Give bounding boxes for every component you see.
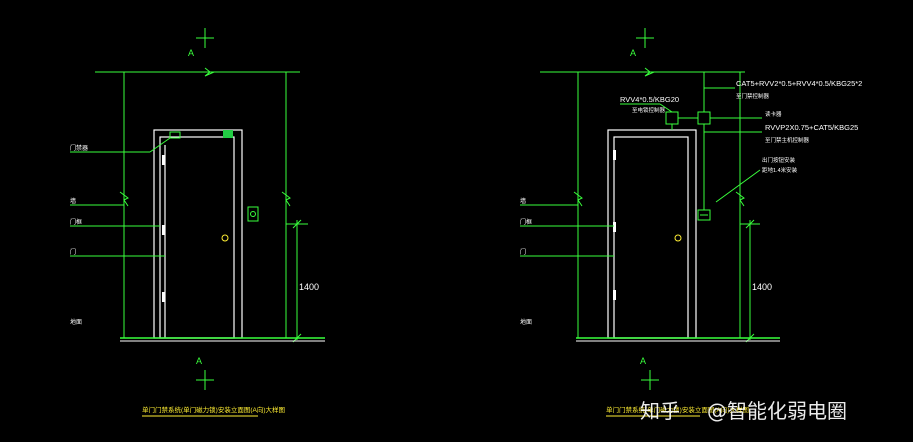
- right-label-floor: 地面: [520, 318, 532, 326]
- right-door-hinges: [613, 150, 616, 300]
- right-cable-runs: [620, 72, 762, 210]
- right-elevation: A: [520, 28, 862, 417]
- right-cable-1: CAT5+RVV2*0.5+RVV4*0.5/KBG25*2: [736, 79, 862, 88]
- left-lock-armature: [223, 130, 233, 138]
- left-door-hinges: [162, 155, 165, 302]
- right-section-mark-bottom: [641, 370, 659, 390]
- right-dim-label: 1400: [752, 282, 772, 292]
- left-wall-outline: [95, 67, 300, 338]
- left-label-door: 门: [70, 248, 76, 256]
- left-dimension-1400: [286, 219, 308, 343]
- right-cable-2: RVV4*0.5/KBG20: [620, 95, 679, 104]
- left-elevation: A: [70, 28, 325, 417]
- left-door-handle: [221, 234, 229, 242]
- right-caption: 单门门禁系统(单门磁力锁)安装立面图(A向)大样图: [606, 405, 749, 414]
- left-magnetic-lock: [169, 131, 181, 139]
- left-door-frame: [153, 129, 243, 339]
- right-cable-3: RVVP2X0.75+CAT5/KBG25: [765, 123, 858, 132]
- right-label-frame: 门框: [520, 218, 532, 226]
- right-reader-note-1: 出门按钮安装: [762, 156, 796, 164]
- right-label-wall: 墙: [520, 197, 526, 205]
- left-label-wall: 墙: [70, 197, 76, 205]
- left-section-label-bottom: A: [196, 356, 202, 366]
- watermark: 知乎 @智能化弱电圈: [640, 399, 847, 423]
- right-label-door: 门: [520, 248, 526, 256]
- watermark-site: 知乎: [640, 399, 680, 423]
- right-leader-lines: [520, 204, 614, 257]
- left-dim-label: 1400: [299, 282, 319, 292]
- right-cable-1-note: 至门禁控制器: [736, 92, 770, 100]
- right-cable-2-note: 至电锁控制器: [632, 106, 666, 114]
- left-caption: 单门门禁系统(单门磁力锁)安装立面图(A向)大样图: [142, 405, 285, 414]
- left-label-floor: 地面: [70, 318, 82, 326]
- watermark-author: @智能化弱电圈: [707, 399, 847, 423]
- left-leader-lines: [70, 137, 171, 257]
- right-section-label-bottom: A: [640, 356, 646, 366]
- right-dimension-1400: [740, 219, 760, 343]
- right-section-mark-top: [636, 28, 654, 48]
- left-label-frame: 门框: [70, 218, 82, 226]
- right-section-label-top: A: [630, 48, 636, 58]
- right-door-handle: [674, 234, 682, 242]
- left-section-mark-top: [196, 28, 214, 48]
- left-card-reader: [247, 206, 259, 222]
- right-card-reader: [697, 209, 711, 221]
- right-reader-note-2: 距地1.4米安装: [762, 166, 798, 174]
- left-section-label-top: A: [188, 48, 194, 58]
- left-label-reader: 门禁器: [70, 144, 88, 152]
- right-cable-3-label: 读卡器: [765, 110, 782, 118]
- right-cable-3-note: 至门禁主机控制器: [765, 136, 810, 144]
- left-section-mark-bottom: [196, 370, 214, 390]
- right-door-frame: [607, 129, 697, 339]
